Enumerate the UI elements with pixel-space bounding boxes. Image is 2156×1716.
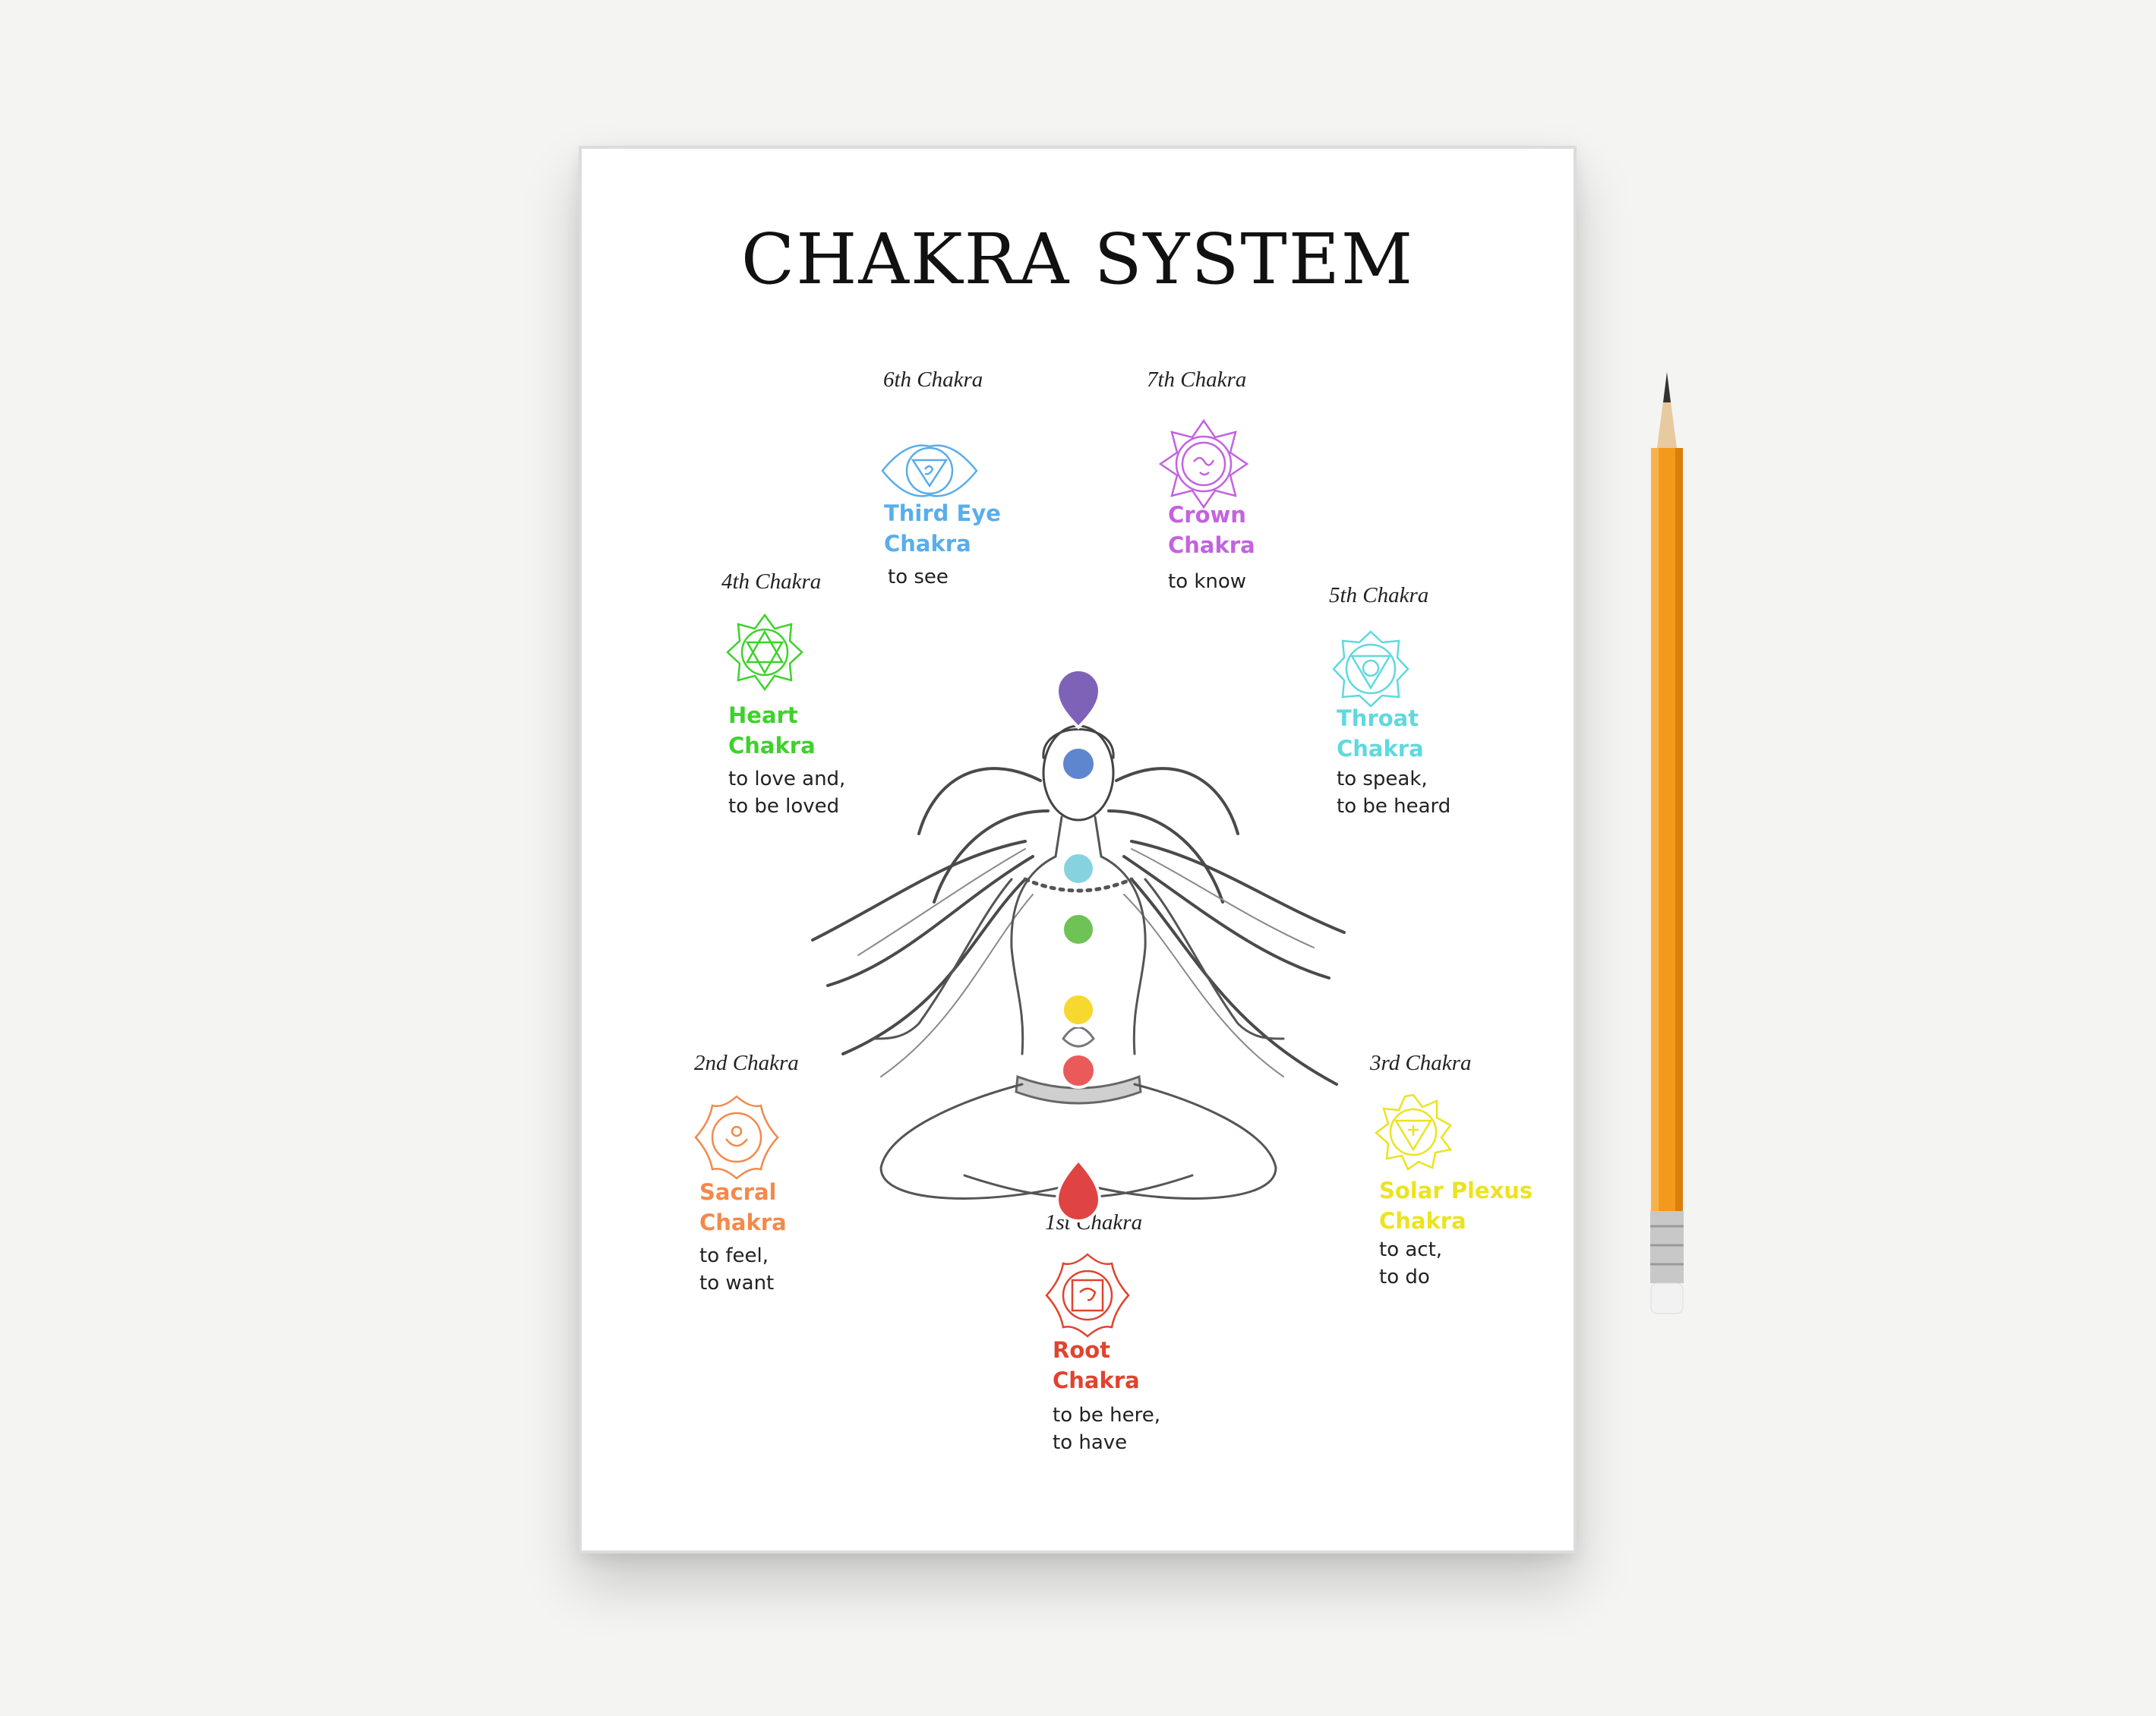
third-eye-chakra-icon — [881, 444, 978, 497]
chakra-2-meaning: to feel, to want — [699, 1244, 775, 1295]
chakra-6-meaning: to see — [888, 566, 949, 588]
root-chakra-icon — [1045, 1253, 1130, 1338]
chakra-2-name: Sacral Chakra — [699, 1179, 787, 1235]
chakra-4-meaning: to love and, to be loved — [728, 768, 846, 818]
heart-chakra-icon — [726, 613, 803, 692]
chakra-2-number: 2nd Chakra — [694, 1051, 799, 1075]
chakra-3-name: Solar Plexus Chakra — [1379, 1178, 1533, 1234]
chakra-6-name: Third Eye Chakra — [884, 500, 1001, 557]
poster-title: CHAKRA SYSTEM — [740, 219, 1415, 300]
chakra-5-meaning: to speak, to be heard — [1337, 768, 1451, 818]
sacral-chakra-icon — [694, 1095, 779, 1180]
crown-chakra-icon — [1158, 418, 1249, 509]
chakra-3-meaning: to act, to do — [1379, 1238, 1443, 1289]
pencil-icon — [1650, 372, 1684, 1314]
solar-plexus-chakra-icon — [1375, 1093, 1453, 1171]
chakra-7-number: 7th Chakra — [1147, 367, 1247, 392]
chakra-3-number: 3rd Chakra — [1370, 1051, 1472, 1075]
meditating-woman-illustration — [811, 668, 1346, 1222]
chakra-5-name: Throat Chakra — [1337, 705, 1424, 762]
chakra-1-meaning: to be here, to have — [1053, 1404, 1160, 1454]
chakra-7-name: Crown Chakra — [1168, 502, 1255, 558]
chakra-4-number: 4th Chakra — [721, 569, 822, 594]
poster-page: CHAKRA SYSTEM 6th Chakra Third Eye Chakr… — [579, 146, 1577, 1554]
chakra-7-meaning: to know — [1168, 570, 1247, 593]
chakra-5-number: 5th Chakra — [1329, 583, 1429, 607]
chakra-6-number: 6th Chakra — [883, 367, 983, 392]
throat-chakra-icon — [1332, 630, 1409, 708]
chakra-1-name: Root Chakra — [1053, 1337, 1140, 1393]
chakra-4-name: Heart Chakra — [728, 702, 816, 759]
